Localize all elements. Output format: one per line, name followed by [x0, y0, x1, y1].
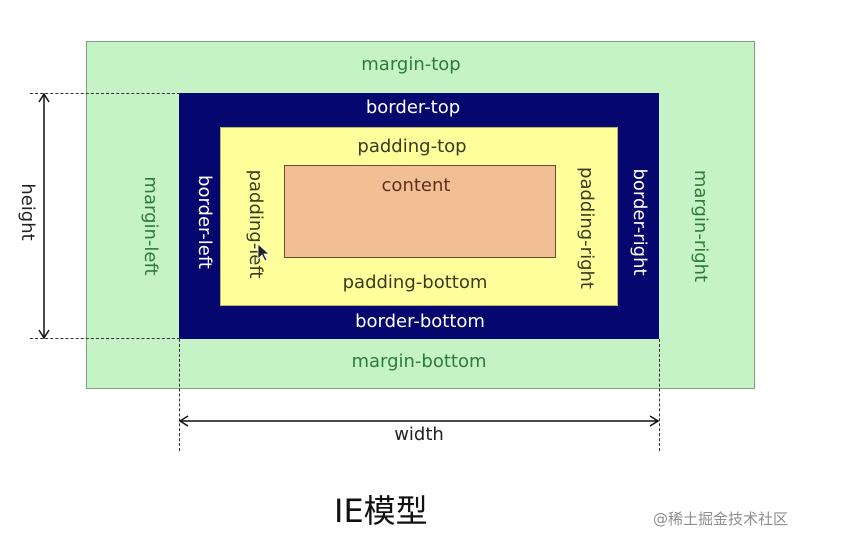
border-right-label: border-right	[629, 168, 650, 276]
content-label: content	[381, 175, 451, 196]
width-arrow-icon	[178, 415, 660, 427]
border-bottom-label: border-bottom	[355, 311, 485, 332]
border-top-label: border-top	[365, 97, 461, 118]
height-bottom-guide	[30, 338, 180, 339]
margin-left-label: margin-left	[140, 176, 161, 276]
width-right-guide	[659, 339, 660, 451]
padding-bottom-label: padding-bottom	[342, 272, 488, 293]
height-label: height	[17, 183, 38, 241]
padding-right-label: padding-right	[576, 167, 597, 289]
margin-top-label: margin-top	[361, 54, 461, 75]
padding-top-label: padding-top	[357, 136, 467, 157]
height-arrow-icon	[38, 92, 50, 340]
border-left-label: border-left	[194, 175, 215, 269]
diagram-title: IE模型	[334, 492, 428, 530]
width-left-guide	[179, 339, 180, 451]
width-label: width	[394, 424, 444, 445]
watermark: @稀土掘金技术社区	[653, 510, 789, 528]
height-top-guide	[30, 93, 180, 94]
content-area	[284, 165, 556, 258]
margin-bottom-label: margin-bottom	[351, 351, 487, 372]
mouse-pointer-icon	[257, 243, 271, 262]
margin-right-label: margin-right	[690, 169, 711, 283]
